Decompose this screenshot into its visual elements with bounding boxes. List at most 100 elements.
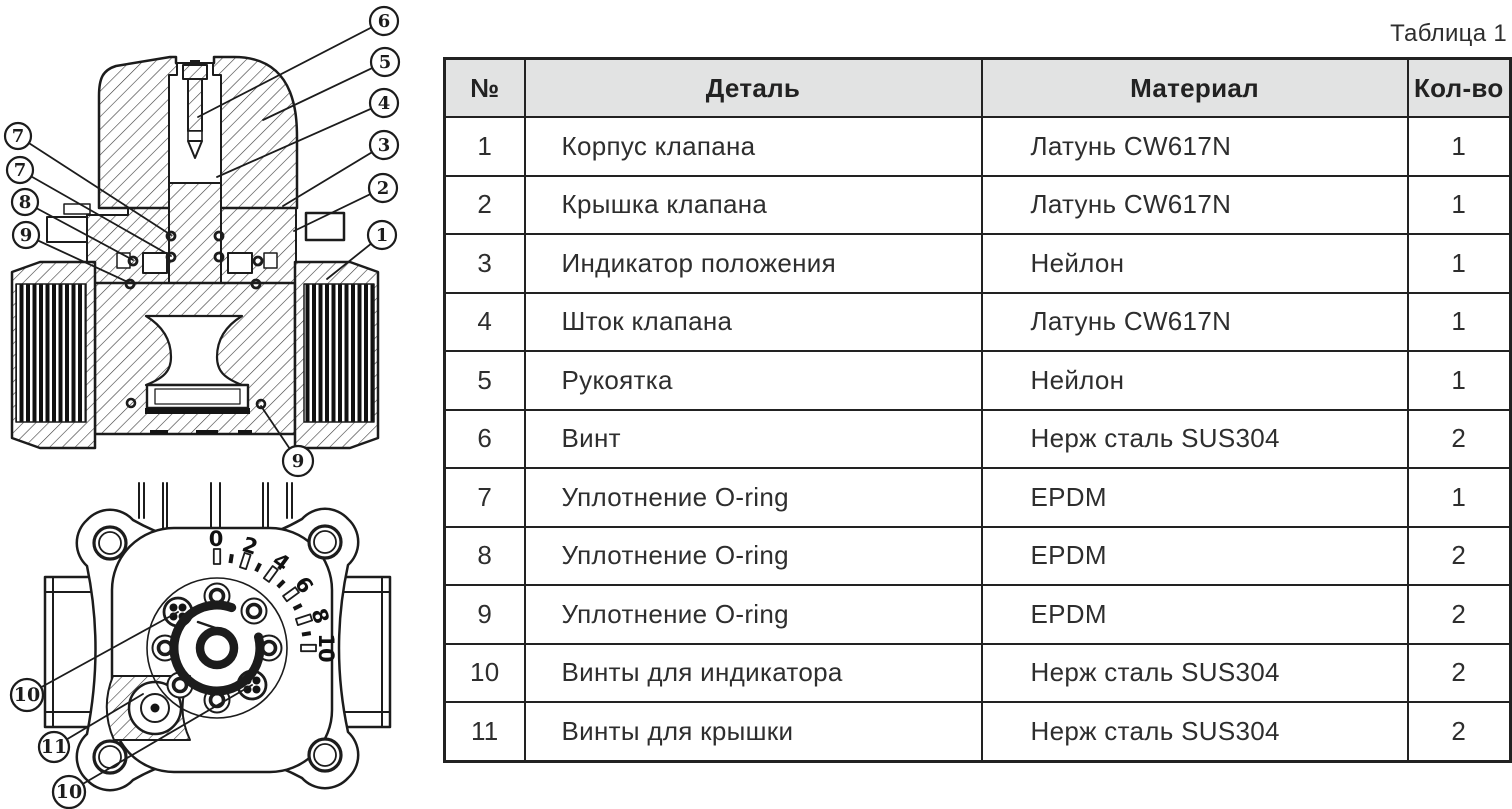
side-screw-right — [263, 252, 278, 269]
callout-6 — [368, 5, 400, 37]
callout-label: 4 — [378, 93, 391, 114]
callout-label: 7 — [14, 160, 27, 181]
cell-material: Нерж сталь SUS304 — [980, 642, 1409, 703]
hub-ring — [195, 626, 239, 670]
dial-scale-numbers: 0 2 4 6 8 10 — [209, 527, 338, 663]
indicator-pointer — [196, 620, 232, 635]
callout-label: 5 — [379, 52, 392, 73]
dial-scale-ticks — [212, 548, 317, 653]
cell-qty: 1 — [1406, 116, 1512, 177]
callout-2 — [367, 172, 399, 204]
seat-bar — [145, 408, 250, 414]
dial-number: 0 — [209, 527, 224, 551]
cell-part: Индикатор положения — [523, 233, 983, 294]
callout-label: 9 — [20, 225, 33, 246]
callout-9-left — [11, 220, 41, 250]
callout-label: 6 — [378, 11, 391, 32]
col-header-part: Деталь — [523, 57, 983, 118]
table-row: 3 Индикатор положения Нейлон 1 — [443, 233, 1512, 294]
cell-number: 7 — [443, 467, 526, 528]
callout-label: 7 — [12, 126, 25, 147]
col-header-material: Материал — [980, 57, 1409, 118]
cell-qty: 2 — [1406, 408, 1512, 469]
bottom-insert-inner — [154, 388, 241, 405]
cell-qty: 1 — [1406, 174, 1512, 235]
callout-label: 3 — [378, 135, 391, 156]
cell-material: Латунь CW617N — [980, 116, 1409, 177]
cell-part: Винты для индикатора — [523, 642, 983, 703]
col-header-qty: Кол-во — [1406, 57, 1512, 118]
table-row: 10 Винты для индикатора Нерж сталь SUS30… — [443, 642, 1512, 703]
cell-material: EPDM — [980, 525, 1409, 586]
o-ring-7b — [165, 251, 177, 263]
cell-material: Нейлон — [980, 233, 1409, 294]
table-row: 9 Уплотнение O-ring EPDM 2 — [443, 584, 1512, 645]
header-row: № Деталь Материал Кол-во — [443, 57, 1512, 118]
cell-qty: 2 — [1406, 525, 1512, 586]
table-row: 4 Шток клапана Латунь CW617N 1 — [443, 291, 1512, 352]
cell-qty: 1 — [1406, 467, 1512, 528]
cell-part: Винт — [523, 408, 983, 469]
o-ring-9-right — [255, 398, 267, 410]
cell-material: Латунь CW617N — [980, 291, 1409, 352]
cell-part: Винты для крышки — [523, 701, 983, 762]
cell-number: 4 — [443, 291, 526, 352]
edge-mark — [196, 430, 218, 434]
o-ring-8-left — [124, 278, 136, 290]
valve-cross-section-diagram: 6 5 4 3 2 1 7 7 8 9 9 — [0, 0, 440, 490]
callout-10-bottom — [51, 774, 87, 809]
cell-number: 6 — [443, 408, 526, 469]
cell-material: Латунь CW617N — [980, 174, 1409, 235]
table-row: 1 Корпус клапана Латунь CW617N 1 — [443, 116, 1512, 177]
cell-qty: 1 — [1406, 350, 1512, 411]
parts-table-section: Таблица 1 № Деталь Материал Кол-во 1 Кор… — [443, 20, 1512, 763]
gland-right — [227, 252, 253, 274]
dial-number: 8 — [306, 605, 333, 626]
screw-head — [182, 64, 208, 80]
o-ring-7a — [165, 230, 177, 242]
callout-balloons — [3, 5, 401, 478]
cell-part: Шток клапана — [523, 291, 983, 352]
cell-part: Уплотнение O-ring — [523, 467, 983, 528]
cell-qty: 1 — [1406, 291, 1512, 352]
cell-material: EPDM — [980, 584, 1409, 645]
cell-qty: 2 — [1406, 584, 1512, 645]
mounting-holes — [92, 524, 343, 775]
cell-number: 3 — [443, 233, 526, 294]
table-row: 8 Уплотнение O-ring EPDM 2 — [443, 525, 1512, 586]
col-header-number: № — [443, 57, 526, 118]
screw-tip — [187, 140, 203, 159]
edge-mark — [150, 430, 168, 434]
o-ring-9-left — [125, 397, 137, 409]
o-ring-7d — [213, 251, 225, 263]
dial-number: 2 — [239, 532, 260, 559]
bolt-head — [63, 203, 91, 215]
cell-material: Нейлон — [980, 350, 1409, 411]
callout-8 — [10, 187, 40, 217]
screw-collar — [187, 130, 203, 142]
cell-part: Корпус клапана — [523, 116, 983, 177]
table-row: 5 Рукоятка Нейлон 1 — [443, 350, 1512, 411]
callout-7b — [5, 155, 35, 185]
screw-slot — [190, 60, 200, 65]
table-row: 2 Крышка клапана Латунь CW617N 1 — [443, 174, 1512, 235]
cell-qty: 2 — [1406, 642, 1512, 703]
parts-table: № Деталь Материал Кол-во 1 Корпус клапан… — [443, 57, 1512, 763]
callout-1 — [366, 219, 398, 251]
callout-10-top — [9, 677, 45, 713]
front-view-drawing: 0 2 4 6 8 10 — [9, 482, 392, 809]
leader-lines — [26, 611, 253, 793]
cell-part: Уплотнение O-ring — [523, 584, 983, 645]
callout-label: 10 — [14, 684, 40, 706]
o-ring-7c — [213, 230, 225, 242]
flange-wing-left — [46, 216, 88, 243]
cell-number: 2 — [443, 174, 526, 235]
cell-number: 1 — [443, 116, 526, 177]
callout-label: 2 — [377, 178, 390, 199]
cross-section-drawing: 6 5 4 3 2 1 7 7 8 9 9 — [3, 5, 401, 478]
table-caption: Таблица 1 — [1390, 20, 1507, 47]
callout-7a — [3, 121, 33, 151]
callout-label: 8 — [19, 192, 32, 213]
callout-label: 1 — [376, 225, 389, 246]
